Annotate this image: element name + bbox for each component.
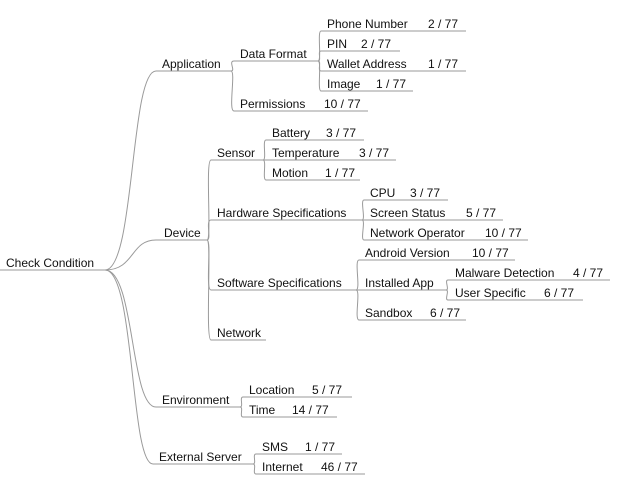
leaf-value: 4 / 77 [573, 266, 603, 280]
leaf-label: Internet [262, 460, 303, 474]
branch-label: External Server [159, 450, 242, 464]
edge [262, 139, 267, 161]
node-label: Hardware Specifications [217, 206, 346, 220]
leaf-value: 10 / 77 [472, 246, 509, 260]
node-underlines [0, 30, 610, 475]
edge [355, 289, 360, 321]
leaf-label: PIN [327, 37, 347, 51]
leaf-value: 2 / 77 [361, 37, 391, 51]
leaf-label: Time [249, 403, 276, 417]
edge [252, 453, 257, 465]
node-label: Sensor [217, 146, 255, 160]
leaf-label: SMS [262, 440, 288, 454]
leaf-label: Wallet Address [327, 57, 407, 71]
node-labels: Check Condition Application Data Format … [6, 17, 603, 474]
edge [206, 239, 212, 341]
edge [262, 159, 267, 181]
leaf-value: 14 / 77 [292, 403, 329, 417]
node-label: Permissions [240, 97, 305, 111]
leaf-label: Motion [272, 166, 308, 180]
leaf-label: Malware Detection [455, 266, 554, 280]
leaf-value: 1 / 77 [325, 166, 355, 180]
root-label: Check Condition [6, 256, 94, 270]
leaf-value: 1 / 77 [428, 57, 458, 71]
edge [104, 239, 157, 271]
leaf-label: Image [327, 77, 361, 91]
edge [361, 199, 365, 221]
edge [317, 30, 322, 62]
node-label: Software Specifications [217, 276, 342, 290]
edge [361, 219, 365, 241]
node-label: Data Format [240, 47, 307, 61]
leaf-value: 5 / 77 [312, 383, 342, 397]
edge [252, 463, 257, 475]
edge [317, 50, 322, 62]
connectors [104, 30, 449, 475]
edge [206, 219, 212, 241]
edge [239, 406, 244, 418]
edge [445, 289, 449, 301]
node-label: Installed App [365, 276, 434, 290]
leaf-label: CPU [370, 186, 395, 200]
edge [104, 70, 157, 271]
leaf-value: 3 / 77 [410, 186, 440, 200]
branch-label: Environment [162, 393, 230, 407]
leaf-value: 10 / 77 [485, 226, 522, 240]
edge [445, 279, 449, 291]
leaf-label: Android Version [365, 246, 450, 260]
branch-label: Application [162, 57, 221, 71]
leaf-value: 46 / 77 [321, 460, 358, 474]
node-label: Network [217, 326, 262, 340]
edge [206, 159, 212, 241]
edge [317, 60, 322, 92]
leaf-label: Location [249, 383, 294, 397]
node-value: 10 / 77 [324, 97, 361, 111]
leaf-label: Sandbox [365, 306, 412, 320]
leaf-label: User Specific [455, 286, 526, 300]
edge [104, 269, 154, 465]
leaf-label: Network Operator [370, 226, 465, 240]
leaf-label: Phone Number [327, 17, 408, 31]
leaf-label: Temperature [272, 146, 340, 160]
leaf-value: 1 / 77 [305, 440, 335, 454]
leaf-value: 6 / 77 [430, 306, 460, 320]
branch-label: Device [164, 226, 201, 240]
leaf-value: 1 / 77 [376, 77, 406, 91]
edge [104, 269, 157, 408]
edge [230, 60, 235, 72]
leaf-value: 2 / 77 [428, 17, 458, 31]
edge [239, 396, 244, 408]
leaf-value: 5 / 77 [466, 206, 496, 220]
leaf-value: 6 / 77 [544, 286, 574, 300]
leaf-value: 3 / 77 [359, 146, 389, 160]
edge [355, 259, 360, 291]
leaf-value: 3 / 77 [326, 126, 356, 140]
leaf-label: Screen Status [370, 206, 445, 220]
leaf-label: Battery [272, 126, 310, 140]
edge [230, 70, 235, 112]
